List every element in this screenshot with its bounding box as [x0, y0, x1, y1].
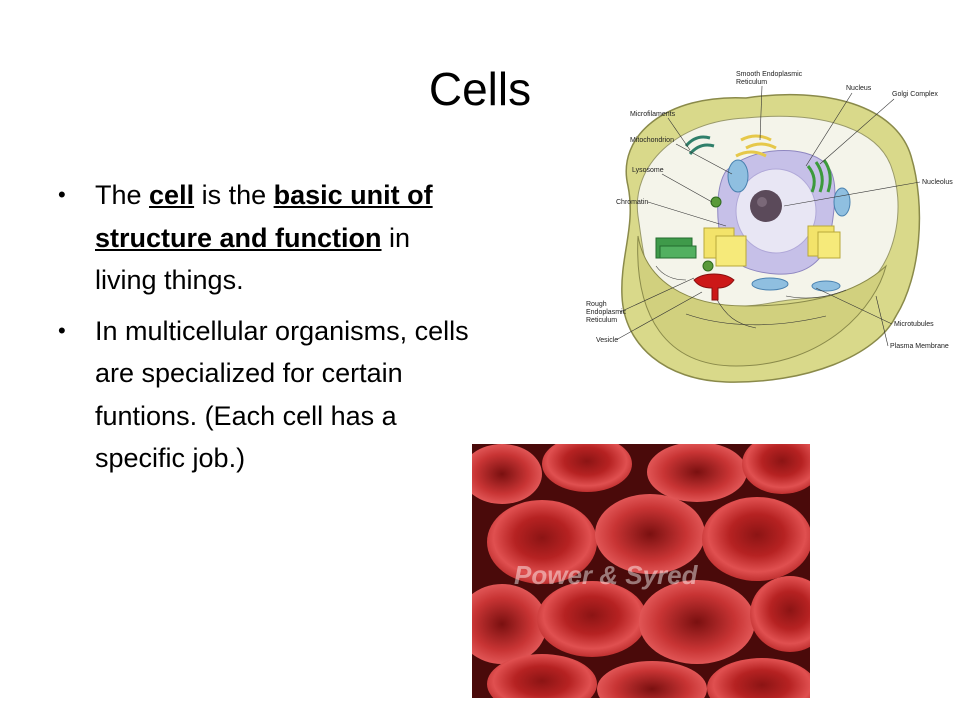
- rough-er-shape: [703, 225, 841, 267]
- label-rough-er-1: Rough: [586, 301, 607, 308]
- membrane-fold-line: [715, 297, 757, 329]
- golgi-complex-shape: [806, 159, 832, 193]
- lysosome-shape: [702, 260, 714, 272]
- vesicle-shape: [693, 273, 735, 301]
- label-microtubules: Microtubules: [894, 321, 934, 328]
- photo-watermark: Power & Syred: [514, 560, 699, 590]
- bullet-item: • In multicellular organisms, cells are …: [58, 310, 470, 480]
- lysosome-shape: [710, 196, 722, 208]
- bullet-list: • The cell is the basic unit of structur…: [58, 174, 470, 488]
- label-plasma-membrane: Plasma Membrane: [890, 343, 949, 350]
- nucleolus-shape: [750, 190, 782, 222]
- label-microfilaments: Microfilaments: [630, 111, 676, 118]
- label-smooth-er-1: Smooth Endoplasmic: [736, 71, 803, 78]
- keyword-basic-unit: basic unit of structure and function: [95, 180, 433, 253]
- text-segment: in living things.: [95, 222, 411, 296]
- smooth-er-shape: [735, 134, 777, 158]
- mitochondrion-shape: [833, 187, 851, 217]
- mitochondrion-shape: [811, 280, 841, 292]
- bullet-item: • The cell is the basic unit of structur…: [58, 174, 470, 302]
- label-vesicle: Vesicle: [596, 337, 618, 344]
- nucleolus-highlight: [757, 197, 767, 207]
- leader-lines: [615, 85, 921, 347]
- bullet-text: In multicellular organisms, cells are sp…: [95, 315, 469, 474]
- text-segment: The: [95, 180, 150, 210]
- label-rough-er-3: Reticulum: [586, 317, 617, 324]
- green-er-stack-shape: [655, 237, 697, 259]
- label-rough-er-2: Endoplasmic: [586, 309, 627, 316]
- microtubule-line: [785, 289, 847, 299]
- label-nucleus: Nucleus: [846, 85, 872, 92]
- label-mitochondrion: Mitochondrion: [630, 137, 674, 144]
- keyword-cell: cell: [149, 180, 195, 210]
- bullet-dot-icon: •: [58, 317, 66, 343]
- label-nucleolus: Nucleolus: [922, 179, 953, 186]
- label-chromatin: Chromatin: [616, 199, 648, 206]
- label-lysosome: Lysosome: [632, 167, 664, 174]
- rbc-cluster: [472, 444, 810, 698]
- membrane-fold-line: [685, 313, 827, 326]
- bullet-text: The cell is the basic unit of structure …: [95, 180, 433, 295]
- microtubule-line: [655, 265, 687, 281]
- red-blood-cells-photo: Power & Syred: [472, 444, 810, 698]
- mitochondrion-shape: [751, 277, 789, 291]
- bullet-dot-icon: •: [58, 182, 66, 207]
- label-golgi-complex: Golgi Complex: [892, 91, 938, 98]
- mitochondrion-shape: [727, 159, 749, 193]
- cell-lower-body: [637, 235, 887, 367]
- text-segment: is the: [194, 180, 274, 210]
- label-smooth-er-2: Reticulum: [736, 79, 767, 86]
- slide-title: Cells: [428, 63, 532, 115]
- animal-cell-diagram: Smooth Endoplasmic Reticulum Nucleus Gol…: [586, 71, 953, 383]
